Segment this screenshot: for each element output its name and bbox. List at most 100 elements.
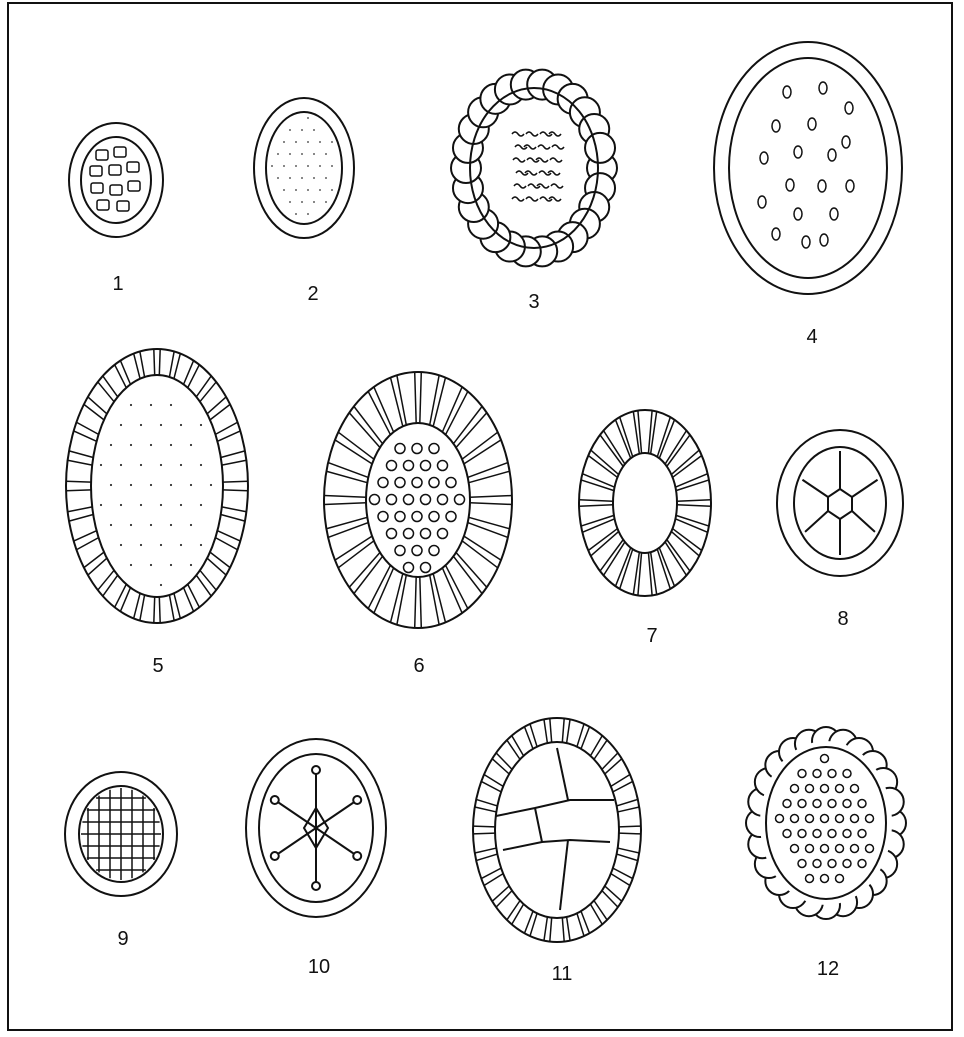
wall-ray — [397, 375, 406, 425]
wall-ray — [433, 574, 445, 623]
wall-ray — [605, 759, 622, 774]
stipple-dot — [160, 584, 162, 586]
figure-10: 10 — [246, 739, 386, 978]
wall-ray — [507, 901, 520, 920]
cell-mark — [109, 165, 121, 175]
pore-mark — [802, 236, 810, 248]
wall-ray — [76, 538, 98, 550]
wall-ray — [174, 354, 180, 379]
wall-ray — [154, 349, 155, 375]
figure-4: 4 — [714, 42, 902, 348]
pore-mark — [783, 86, 791, 98]
figure-1-label: 1 — [112, 273, 123, 295]
wall-ray — [391, 574, 403, 623]
stipple-dot — [180, 424, 182, 426]
cell-mark — [91, 183, 103, 193]
wall-ray — [496, 753, 512, 770]
wall-ray — [84, 404, 104, 419]
figure-1: 1 — [69, 123, 163, 295]
granule — [387, 495, 397, 505]
wall-ray — [512, 904, 524, 924]
stipple-dot — [120, 424, 122, 426]
wall-ray — [618, 848, 640, 853]
figure-12: 12 — [746, 727, 906, 980]
granule — [370, 495, 380, 505]
wall-ray — [512, 736, 524, 756]
wall-ray — [217, 431, 240, 441]
figure-2-label: 2 — [307, 283, 318, 305]
wall-ray — [590, 736, 602, 756]
figure-7-label: 7 — [646, 625, 657, 647]
figure-4-label: 4 — [806, 326, 817, 348]
stipple-dot — [307, 117, 309, 119]
granule — [404, 461, 414, 471]
canal-arm — [316, 800, 357, 828]
wall-ray — [324, 503, 366, 505]
wall-ray — [476, 799, 497, 806]
wall-ray — [103, 376, 118, 397]
wall-ray — [617, 799, 638, 806]
pore-mark — [820, 234, 828, 246]
cell-mark — [127, 162, 139, 172]
wall-ray — [134, 593, 140, 618]
stipple-dot — [307, 141, 309, 143]
wall-ray — [594, 901, 607, 920]
pore-mark — [772, 228, 780, 240]
granule — [429, 512, 439, 522]
wall-ray — [159, 597, 160, 623]
figure-3-label: 3 — [528, 291, 539, 313]
figure-6-label: 6 — [413, 655, 424, 677]
pore-mark — [845, 102, 853, 114]
stipple-dot — [313, 153, 315, 155]
stipple-dot — [170, 484, 172, 486]
wall-ray — [69, 451, 93, 458]
stipple-dot — [130, 564, 132, 566]
pore-mark — [794, 146, 802, 158]
wall-ray — [188, 584, 200, 607]
stipple-dot — [100, 504, 102, 506]
stipple-dot — [271, 165, 273, 167]
canal — [852, 480, 878, 497]
stipple-dot — [130, 484, 132, 486]
stipple-dot — [319, 189, 321, 191]
figure-11-label: 11 — [552, 963, 573, 985]
granule — [404, 529, 414, 539]
pore-mark — [842, 136, 850, 148]
wall-ray — [207, 558, 226, 575]
wall-ray — [496, 891, 512, 908]
stipple-dot — [277, 153, 279, 155]
wall-ray — [673, 529, 702, 551]
stipple-dot — [180, 464, 182, 466]
pore-mark — [794, 208, 802, 220]
canal-tip — [312, 766, 320, 774]
wall-ray — [470, 496, 512, 498]
granule — [421, 529, 431, 539]
stipple-dot — [100, 464, 102, 466]
wall-ray — [200, 382, 216, 402]
granule — [404, 563, 414, 573]
squiggle — [526, 197, 538, 201]
stipple-dot — [140, 544, 142, 546]
stipple-dot — [307, 213, 309, 215]
wall-ray — [154, 597, 155, 623]
wall-ray — [196, 376, 211, 397]
squiggle — [512, 197, 524, 201]
pore-mark — [760, 152, 768, 164]
squiggle — [550, 158, 562, 162]
stipple-dot — [289, 177, 291, 179]
stipple-dot — [170, 404, 172, 406]
canal-tip — [271, 852, 279, 860]
wall-ray — [415, 372, 416, 423]
wall-ray — [98, 382, 114, 402]
wall-ray — [588, 455, 617, 477]
pore-mark — [830, 208, 838, 220]
stipple-dot — [325, 177, 327, 179]
wall-ray — [677, 505, 711, 507]
wall-ray — [619, 833, 641, 834]
wall-ray — [619, 826, 641, 827]
wall-ray — [184, 361, 194, 385]
granule — [378, 512, 388, 522]
granule — [446, 478, 456, 488]
squiggle — [551, 184, 563, 188]
wall-ray — [140, 351, 145, 377]
